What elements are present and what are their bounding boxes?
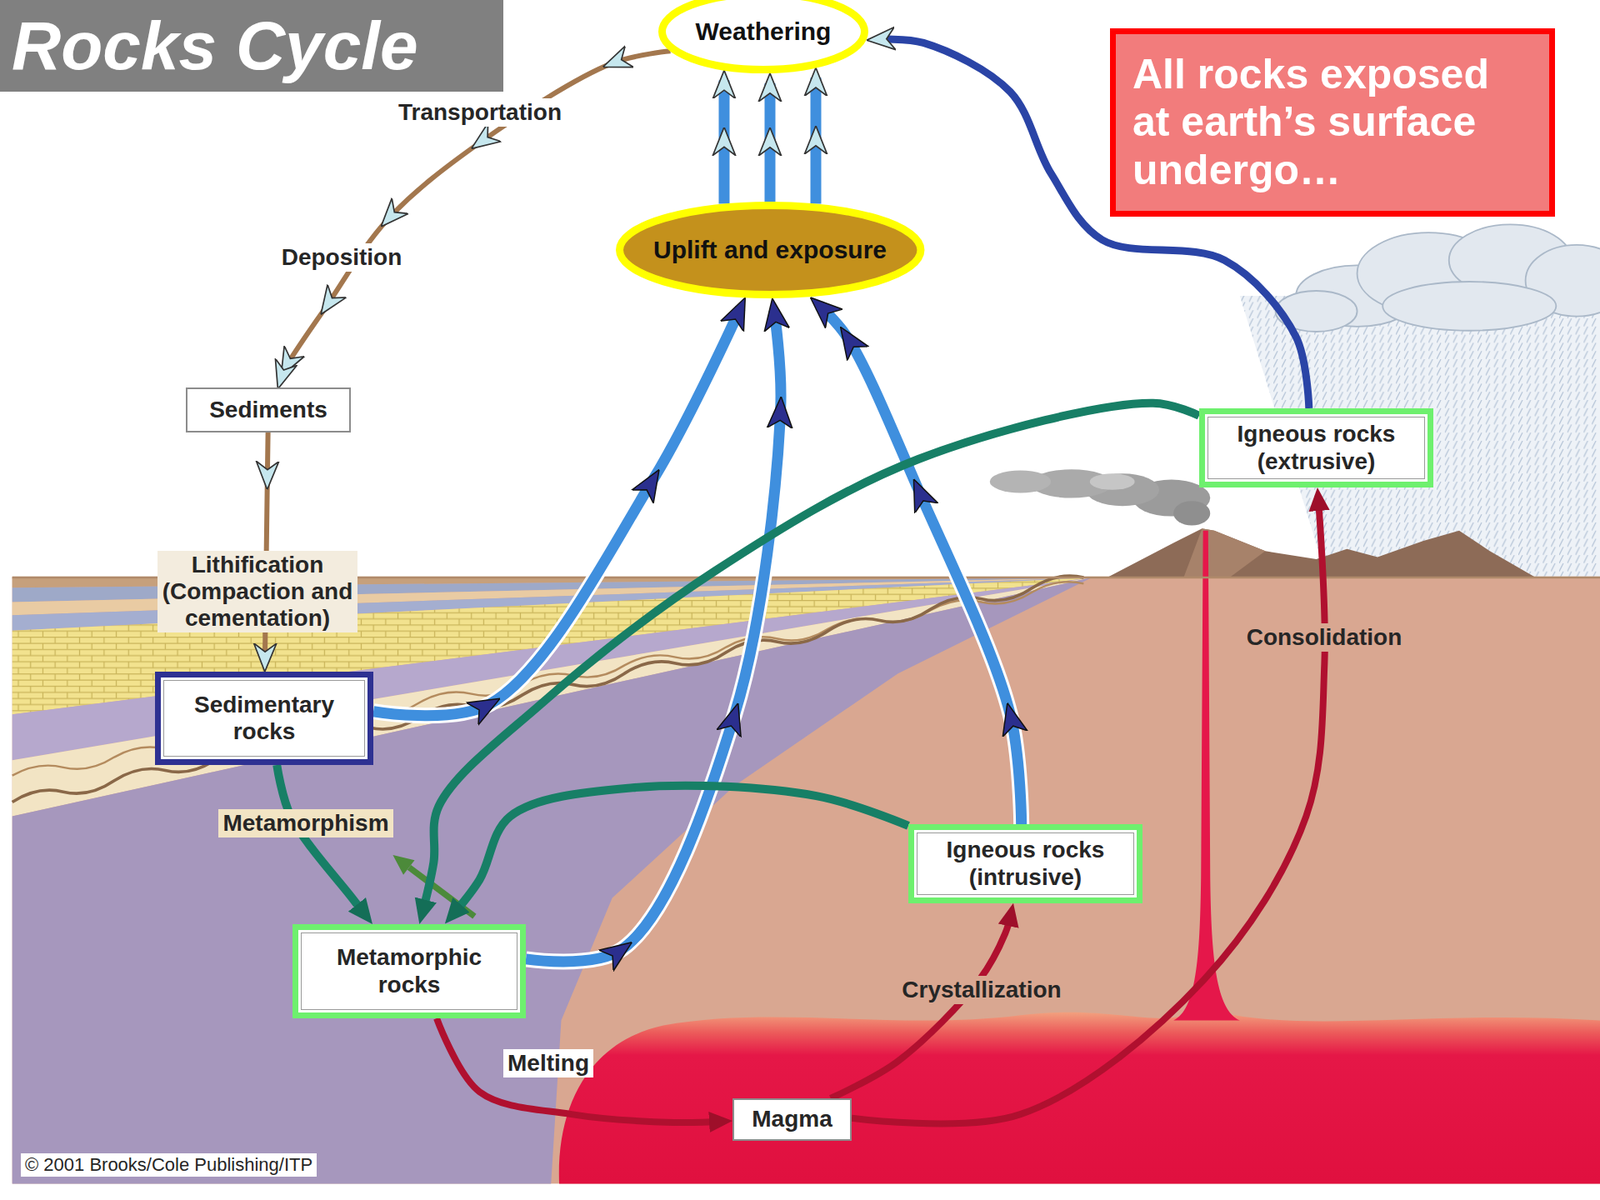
connector-line: [525, 310, 781, 962]
node-text: Sedimentary rocks: [174, 691, 355, 745]
connector: [436, 1018, 725, 1123]
ellipse-shape: [619, 205, 920, 295]
connector-halo: [819, 305, 1022, 825]
recycle-arrow-head: [392, 855, 415, 875]
cloud: [1382, 281, 1556, 331]
node-text: Weathering: [695, 17, 832, 47]
magma-chamber: [559, 1012, 1600, 1185]
illustration-group: [12, 224, 1600, 1184]
smoke: [1173, 500, 1210, 525]
connector-line: [718, 80, 730, 204]
node-text: All rocks exposed at earth’s surface und…: [1132, 50, 1533, 195]
connector-line: [373, 308, 740, 716]
material-box: Sediments: [185, 387, 351, 433]
smoke: [1090, 473, 1135, 490]
connector-halo: [373, 308, 740, 716]
connector-line: [436, 1018, 725, 1123]
rock-box: Igneous rocks (intrusive): [908, 824, 1143, 904]
connector-line: [280, 50, 671, 380]
connector: [525, 310, 781, 962]
connector: [830, 911, 1012, 1099]
connector-halo: [715, 80, 732, 204]
connector-line: [810, 77, 821, 204]
process-label: Consolidation: [1242, 623, 1407, 652]
volcano-highlight: [1183, 528, 1265, 578]
rock-box: Igneous rocks (extrusive): [1199, 408, 1434, 488]
recycle-arrow: [409, 867, 475, 917]
diagram-title: Rocks Cycle: [0, 11, 419, 80]
process-label: Deposition: [277, 243, 407, 272]
process-label: Crystallization: [897, 975, 1065, 1005]
connector: [373, 308, 740, 716]
connector-line: [276, 765, 366, 917]
connector: [421, 403, 1200, 915]
connector-halo: [761, 83, 778, 202]
node-text: Metamorphic rocks: [311, 944, 507, 998]
process-label: Transportation: [394, 98, 566, 127]
material-box: Magma: [732, 1098, 852, 1141]
clouds: [1275, 224, 1600, 332]
smoke-plume: [990, 469, 1210, 525]
node-text: Igneous rocks (intrusive): [927, 836, 1124, 890]
smoke: [990, 470, 1051, 493]
process-ellipse: Weathering: [658, 0, 869, 74]
ellipse-shape: [662, 0, 865, 70]
connector: [280, 50, 671, 380]
connector: [851, 495, 1325, 1124]
connector-line: [451, 785, 909, 917]
rock-box: Metamorphic rocks: [292, 924, 526, 1019]
copyright-note: © 2001 Brooks/Cole Publishing/ITP: [20, 1153, 317, 1176]
node-text: Uplift and exposure: [653, 235, 887, 265]
crust-ground: [12, 576, 1600, 1185]
process-label: Metamorphism: [218, 809, 393, 838]
connector-line: [764, 83, 775, 202]
process-label: Melting: [503, 1049, 594, 1078]
node-text: Sediments: [209, 396, 328, 424]
process-ellipse: Uplift and exposure: [615, 201, 925, 299]
connector: [819, 305, 1022, 825]
connector: [724, 77, 816, 204]
connector-halo: [807, 77, 824, 204]
connector: [451, 785, 909, 917]
node-text: Igneous rocks (extrusive): [1218, 420, 1415, 475]
process-label: Lithification (Compaction and cementatio…: [157, 550, 358, 634]
node-text: Magma: [751, 1105, 832, 1133]
connector-line: [851, 495, 1325, 1124]
connector-halo: [525, 310, 781, 962]
connector-line: [421, 403, 1200, 915]
connector-line: [830, 911, 1012, 1099]
title-banner: Rocks Cycle: [0, 0, 504, 92]
rock-box: Sedimentary rocks: [155, 671, 374, 765]
note-box: All rocks exposed at earth’s surface und…: [1110, 28, 1555, 217]
connector-line: [819, 305, 1022, 825]
connector: [276, 765, 366, 917]
